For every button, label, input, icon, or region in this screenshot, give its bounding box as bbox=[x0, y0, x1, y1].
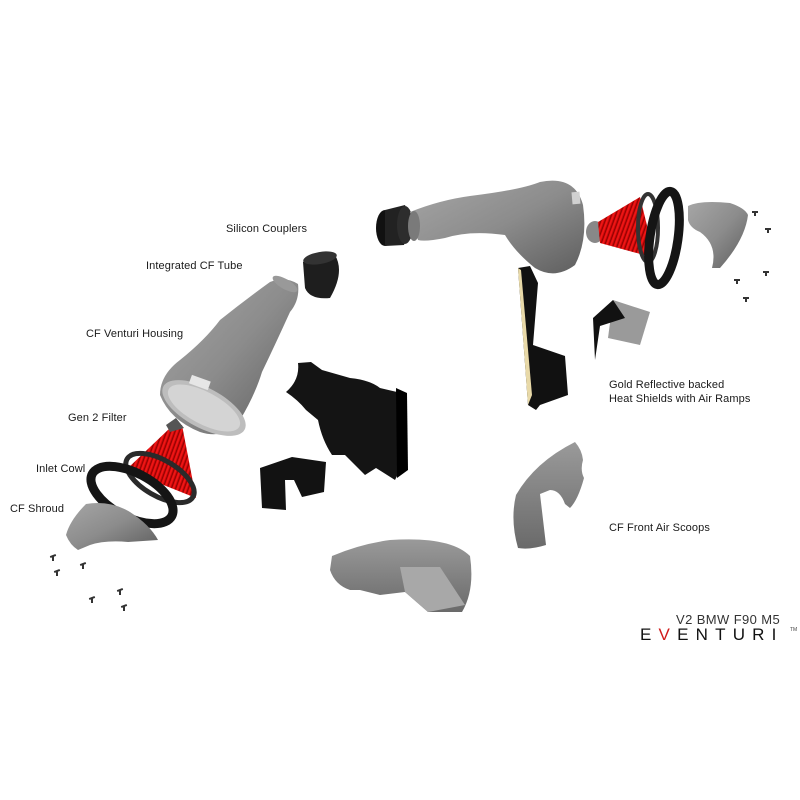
label-cf-shroud: CF Shroud bbox=[10, 503, 65, 515]
silicon-coupler-left bbox=[303, 251, 339, 299]
cf-venturi-housing-left bbox=[160, 275, 299, 436]
cf-front-air-scoop-upper bbox=[513, 442, 584, 549]
logo-v-accent: V bbox=[658, 625, 678, 644]
screws-right bbox=[734, 211, 771, 302]
silicon-coupler-right bbox=[376, 205, 413, 246]
cf-front-air-scoop-lower bbox=[330, 539, 472, 612]
cf-shroud-right bbox=[688, 202, 748, 268]
gen2-filter-left bbox=[123, 418, 197, 506]
air-ramp-right bbox=[593, 300, 650, 360]
cf-venturi-housing-right bbox=[408, 180, 585, 274]
heat-shield-right bbox=[518, 266, 568, 410]
screws-left bbox=[49, 554, 128, 611]
label-gen2-filter: Gen 2 Filter bbox=[68, 412, 127, 424]
inlet-cowl-right bbox=[644, 186, 684, 290]
label-silicon-couplers: Silicon Couplers bbox=[226, 223, 308, 235]
label-heat-shields-line1: Gold Reflective backed bbox=[609, 379, 725, 391]
label-inlet-cowl: Inlet Cowl bbox=[36, 463, 86, 475]
label-heat-shields-line2: Heat Shields with Air Ramps bbox=[609, 393, 751, 405]
trademark-mark: TM bbox=[790, 627, 798, 633]
eventuri-logo: EVENTURI bbox=[640, 625, 784, 645]
logo-suffix: ENTURI bbox=[677, 625, 784, 644]
heat-shield-left bbox=[286, 362, 408, 480]
model-title: V2 BMW F90 M5 bbox=[676, 612, 781, 627]
label-cf-venturi-housing: CF Venturi Housing bbox=[86, 328, 184, 340]
air-ramp-left bbox=[260, 457, 326, 510]
label-integrated-cf-tube: Integrated CF Tube bbox=[146, 260, 243, 272]
logo-prefix: E bbox=[640, 625, 659, 644]
cf-shroud-left bbox=[66, 503, 158, 550]
label-cf-front-air-scoops: CF Front Air Scoops bbox=[609, 522, 710, 534]
